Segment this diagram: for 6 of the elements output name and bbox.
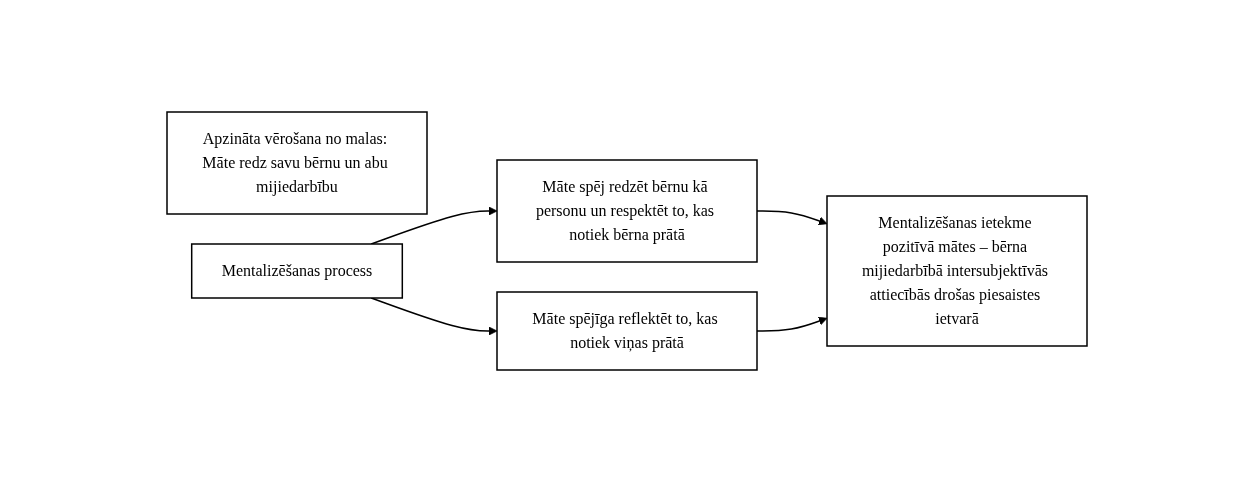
node-box: Mentalizēšanas process: [190, 243, 403, 299]
node-box: Māte spēj redzēt bērnu kā personu un respektēt to, kas notiek bērna prātā: [495, 159, 758, 263]
node-box: Mentalizēšanas ietekme pozitīvā mātes – bērna mijiedarbībā intersubjektīvās attiecībās drošas piesaistes ietvarā: [825, 195, 1088, 347]
node-box: Apzināta vērošana no malas: Māte redz savu bērnu un abu mijiedarbību: [165, 111, 428, 215]
arrow: [370, 206, 497, 245]
node-box: Māte spējīga reflektēt to, kas notiek viņas prātā: [495, 291, 758, 371]
